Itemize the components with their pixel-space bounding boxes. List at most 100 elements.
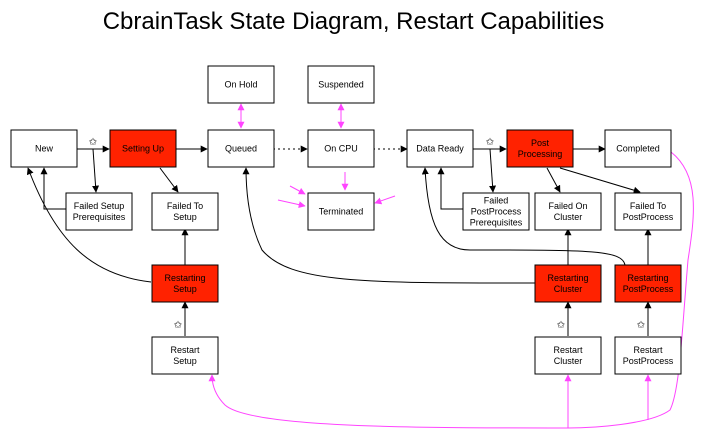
state-label: Processing <box>518 149 563 159</box>
state-label: Failed On <box>548 201 587 211</box>
state-box <box>151 264 219 303</box>
state-label: New <box>35 144 54 154</box>
edge-to-terminated-c <box>374 195 396 205</box>
state-box <box>534 264 602 303</box>
state-label: Restart <box>170 345 200 355</box>
state-suspended: Suspended <box>307 65 375 104</box>
restart-markers: ✩ ✩ ✩ ✩ ✩ <box>89 137 646 331</box>
state-label: Restarting <box>627 273 668 283</box>
state-new: New <box>10 129 78 168</box>
state-box <box>307 65 375 104</box>
state-on-cpu: On CPU <box>307 129 375 168</box>
state-label: Completed <box>616 144 660 154</box>
state-label: Restart <box>633 345 663 355</box>
state-box <box>534 192 602 231</box>
state-data-ready: Data Ready <box>406 129 474 168</box>
state-label: Queued <box>225 144 257 154</box>
star-icon: ✩ <box>557 320 566 331</box>
state-setting-up: Setting Up <box>109 129 177 168</box>
state-label: Failed <box>484 196 509 206</box>
state-box <box>462 192 530 231</box>
state-box <box>614 264 682 303</box>
state-label: Prerequisites <box>73 212 126 222</box>
state-label: Prerequisites <box>470 218 523 228</box>
state-on-hold: On Hold <box>207 65 275 104</box>
state-box <box>10 129 78 168</box>
edge-data-ready-to-failed-postprocess-prereq <box>489 148 497 193</box>
edge-restarting-setup-to-new <box>26 167 152 283</box>
state-label: Failed To <box>167 201 203 211</box>
state-box <box>614 336 682 375</box>
star-icon: ✩ <box>89 137 98 148</box>
state-label: Setting Up <box>122 144 164 154</box>
state-label: Failed To <box>630 201 666 211</box>
edge-failed-postprocess-prereq-to-data-ready <box>437 167 463 210</box>
state-label: On CPU <box>324 144 358 154</box>
state-box <box>506 129 574 168</box>
state-label: PostProcess <box>623 356 674 366</box>
state-label: Cluster <box>554 284 583 294</box>
state-box <box>65 192 133 231</box>
state-label: Restarting <box>547 273 588 283</box>
diagram-title: CbrainTask State Diagram, Restart Capabi… <box>102 8 605 35</box>
state-box <box>151 192 219 231</box>
state-queued: Queued <box>207 129 275 168</box>
state-terminated: Terminated <box>307 192 375 231</box>
state-box <box>307 192 375 231</box>
edge-post-processing-to-failed-to-postprocess <box>559 167 641 194</box>
edge-post-processing-to-failed-on-cluster <box>546 167 561 193</box>
state-label: Setup <box>173 356 197 366</box>
star-icon: ✩ <box>486 137 495 148</box>
edge-restarting-cluster-to-queued <box>242 167 536 284</box>
state-label: Failed Setup <box>74 201 125 211</box>
state-label: Setup <box>173 284 197 294</box>
state-label: On Hold <box>224 80 257 90</box>
state-box <box>406 129 474 168</box>
state-box <box>614 192 682 231</box>
star-icon: ✩ <box>637 320 646 331</box>
edge-completed-to-restart-setup <box>208 374 569 429</box>
state-box <box>604 129 672 168</box>
edge-new-to-failed-setup-prereq <box>92 148 100 193</box>
star-icon: ✩ <box>174 320 183 331</box>
state-label: Setup <box>173 212 197 222</box>
transition-edges <box>26 145 652 336</box>
state-label: PostProcess <box>471 207 522 217</box>
state-box <box>151 336 219 375</box>
state-label: Post <box>531 138 550 148</box>
edge-failed-setup-prereq-to-new <box>40 167 66 210</box>
edge-to-terminated-b <box>277 199 306 209</box>
state-label: Data Ready <box>416 144 464 154</box>
state-box <box>207 65 275 104</box>
state-box <box>207 129 275 168</box>
state-box <box>109 129 177 168</box>
state-label: Terminated <box>319 207 364 217</box>
state-label: Cluster <box>554 356 583 366</box>
state-label: PostProcess <box>623 212 674 222</box>
state-box <box>307 129 375 168</box>
edge-to-terminated-a <box>289 185 306 195</box>
state-box <box>534 336 602 375</box>
state-label: Suspended <box>318 80 364 90</box>
edge-setting-up-to-failed-to-setup <box>159 167 179 193</box>
state-label: Restart <box>553 345 583 355</box>
edge-restarting-postprocess-to-data-ready <box>421 167 626 266</box>
state-label: PostProcess <box>623 284 674 294</box>
state-label: Cluster <box>554 212 583 222</box>
state-completed: Completed <box>604 129 672 168</box>
state-label: Restarting <box>164 273 205 283</box>
